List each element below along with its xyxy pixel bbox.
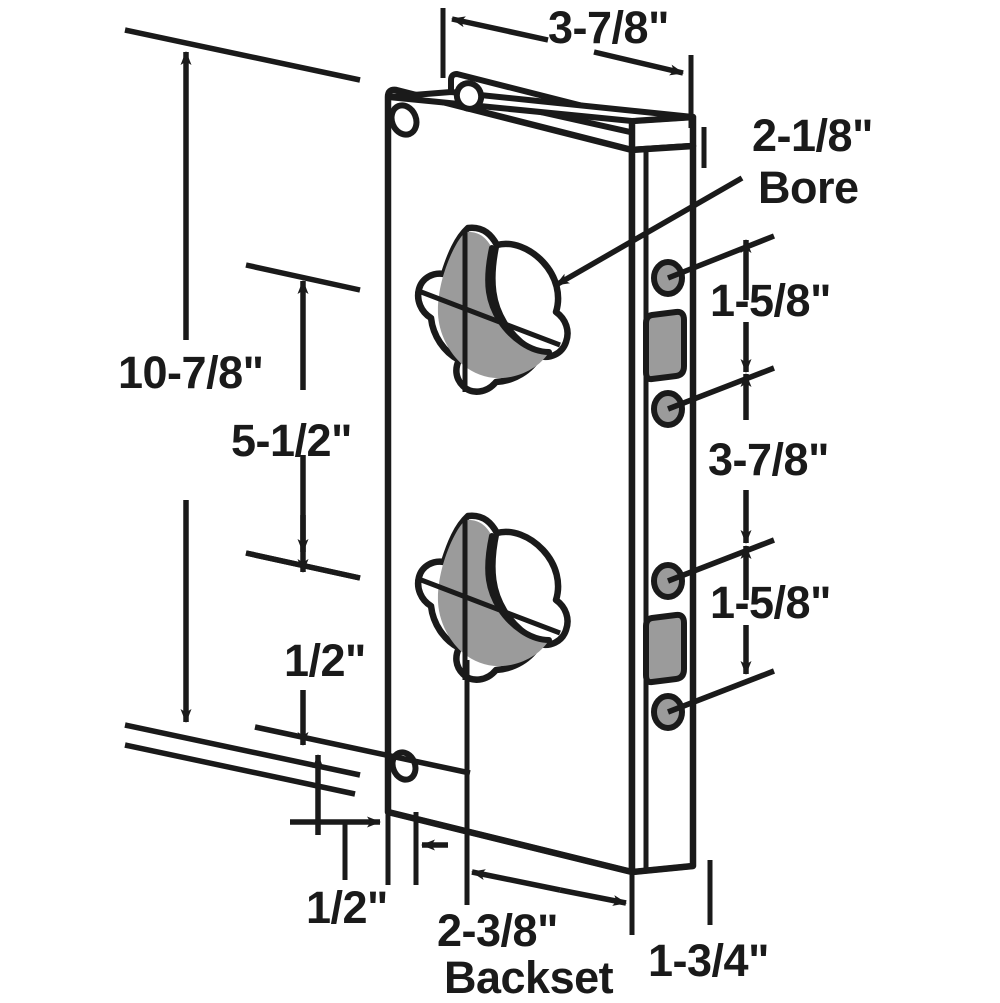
label-bore-word: Bore xyxy=(758,162,859,213)
edge-latch-slot-1 xyxy=(643,308,687,383)
leader-bore-upper xyxy=(554,175,744,288)
edge-latch-slot-2 xyxy=(643,611,687,686)
bore-lower-left-lobe xyxy=(415,576,433,609)
bore-upper-left-lobe xyxy=(415,288,433,321)
dim-arrow-backset-left xyxy=(471,869,561,893)
face-screw-holes xyxy=(388,80,485,783)
label-top-offset: 1/2" xyxy=(284,635,366,686)
bore-lower-centerline-h xyxy=(415,575,561,636)
screw-hole-top-left xyxy=(388,102,420,138)
screw-hole-top-flange xyxy=(453,80,485,112)
plate-edge-face xyxy=(628,142,697,876)
ext-line-height-top xyxy=(124,27,361,83)
dim-arrow-top-right xyxy=(593,49,684,76)
dimension-backset xyxy=(464,660,635,935)
leader-edge-hole-3 xyxy=(667,537,775,584)
label-side-offset: 1/2" xyxy=(306,882,388,933)
label-latch-gap: 3-7/8" xyxy=(708,434,829,485)
ext-line-spacing-top xyxy=(245,262,361,293)
label-latch-lower: 1-5/8" xyxy=(710,577,831,628)
ext-line-halfinch-bottom xyxy=(254,724,471,776)
dimension-edge-stack xyxy=(666,233,776,715)
label-top-width: 3-7/8" xyxy=(548,2,669,53)
dimension-top-width xyxy=(440,8,694,128)
leader-edge-hole-2 xyxy=(667,365,775,412)
plate-front-face xyxy=(384,86,636,876)
dimension-side-offset xyxy=(124,742,448,885)
dimension-bore-callout xyxy=(554,127,744,288)
label-overall-height: 10-7/8" xyxy=(118,347,264,398)
bore-upper xyxy=(414,224,571,395)
dim-arrow-backset-right xyxy=(559,887,627,906)
bore-upper-centerline-h xyxy=(415,287,561,348)
label-backset-word: Backset xyxy=(444,952,614,1003)
ext-line-side-lower xyxy=(124,742,356,797)
dimension-top-offset xyxy=(245,515,471,776)
bore-lower xyxy=(414,512,571,683)
leader-edge-hole-1 xyxy=(666,233,776,281)
leader-edge-hole-4 xyxy=(667,668,775,715)
label-bore-spacing: 5-1/2" xyxy=(231,415,352,466)
edge-face-features xyxy=(643,259,687,731)
label-latch-upper: 1-5/8" xyxy=(710,275,831,326)
dim-arrow-top-left xyxy=(451,16,549,43)
reinforcer-plate xyxy=(384,71,697,876)
bore-upper-inner-edge2 xyxy=(490,242,530,349)
label-backset: 2-3/8" xyxy=(437,905,558,956)
bore-lower-inner-edge2 xyxy=(490,530,530,637)
label-bore-diameter: 2-1/8" xyxy=(752,110,873,161)
label-door-thickness: 1-3/4" xyxy=(648,935,769,986)
